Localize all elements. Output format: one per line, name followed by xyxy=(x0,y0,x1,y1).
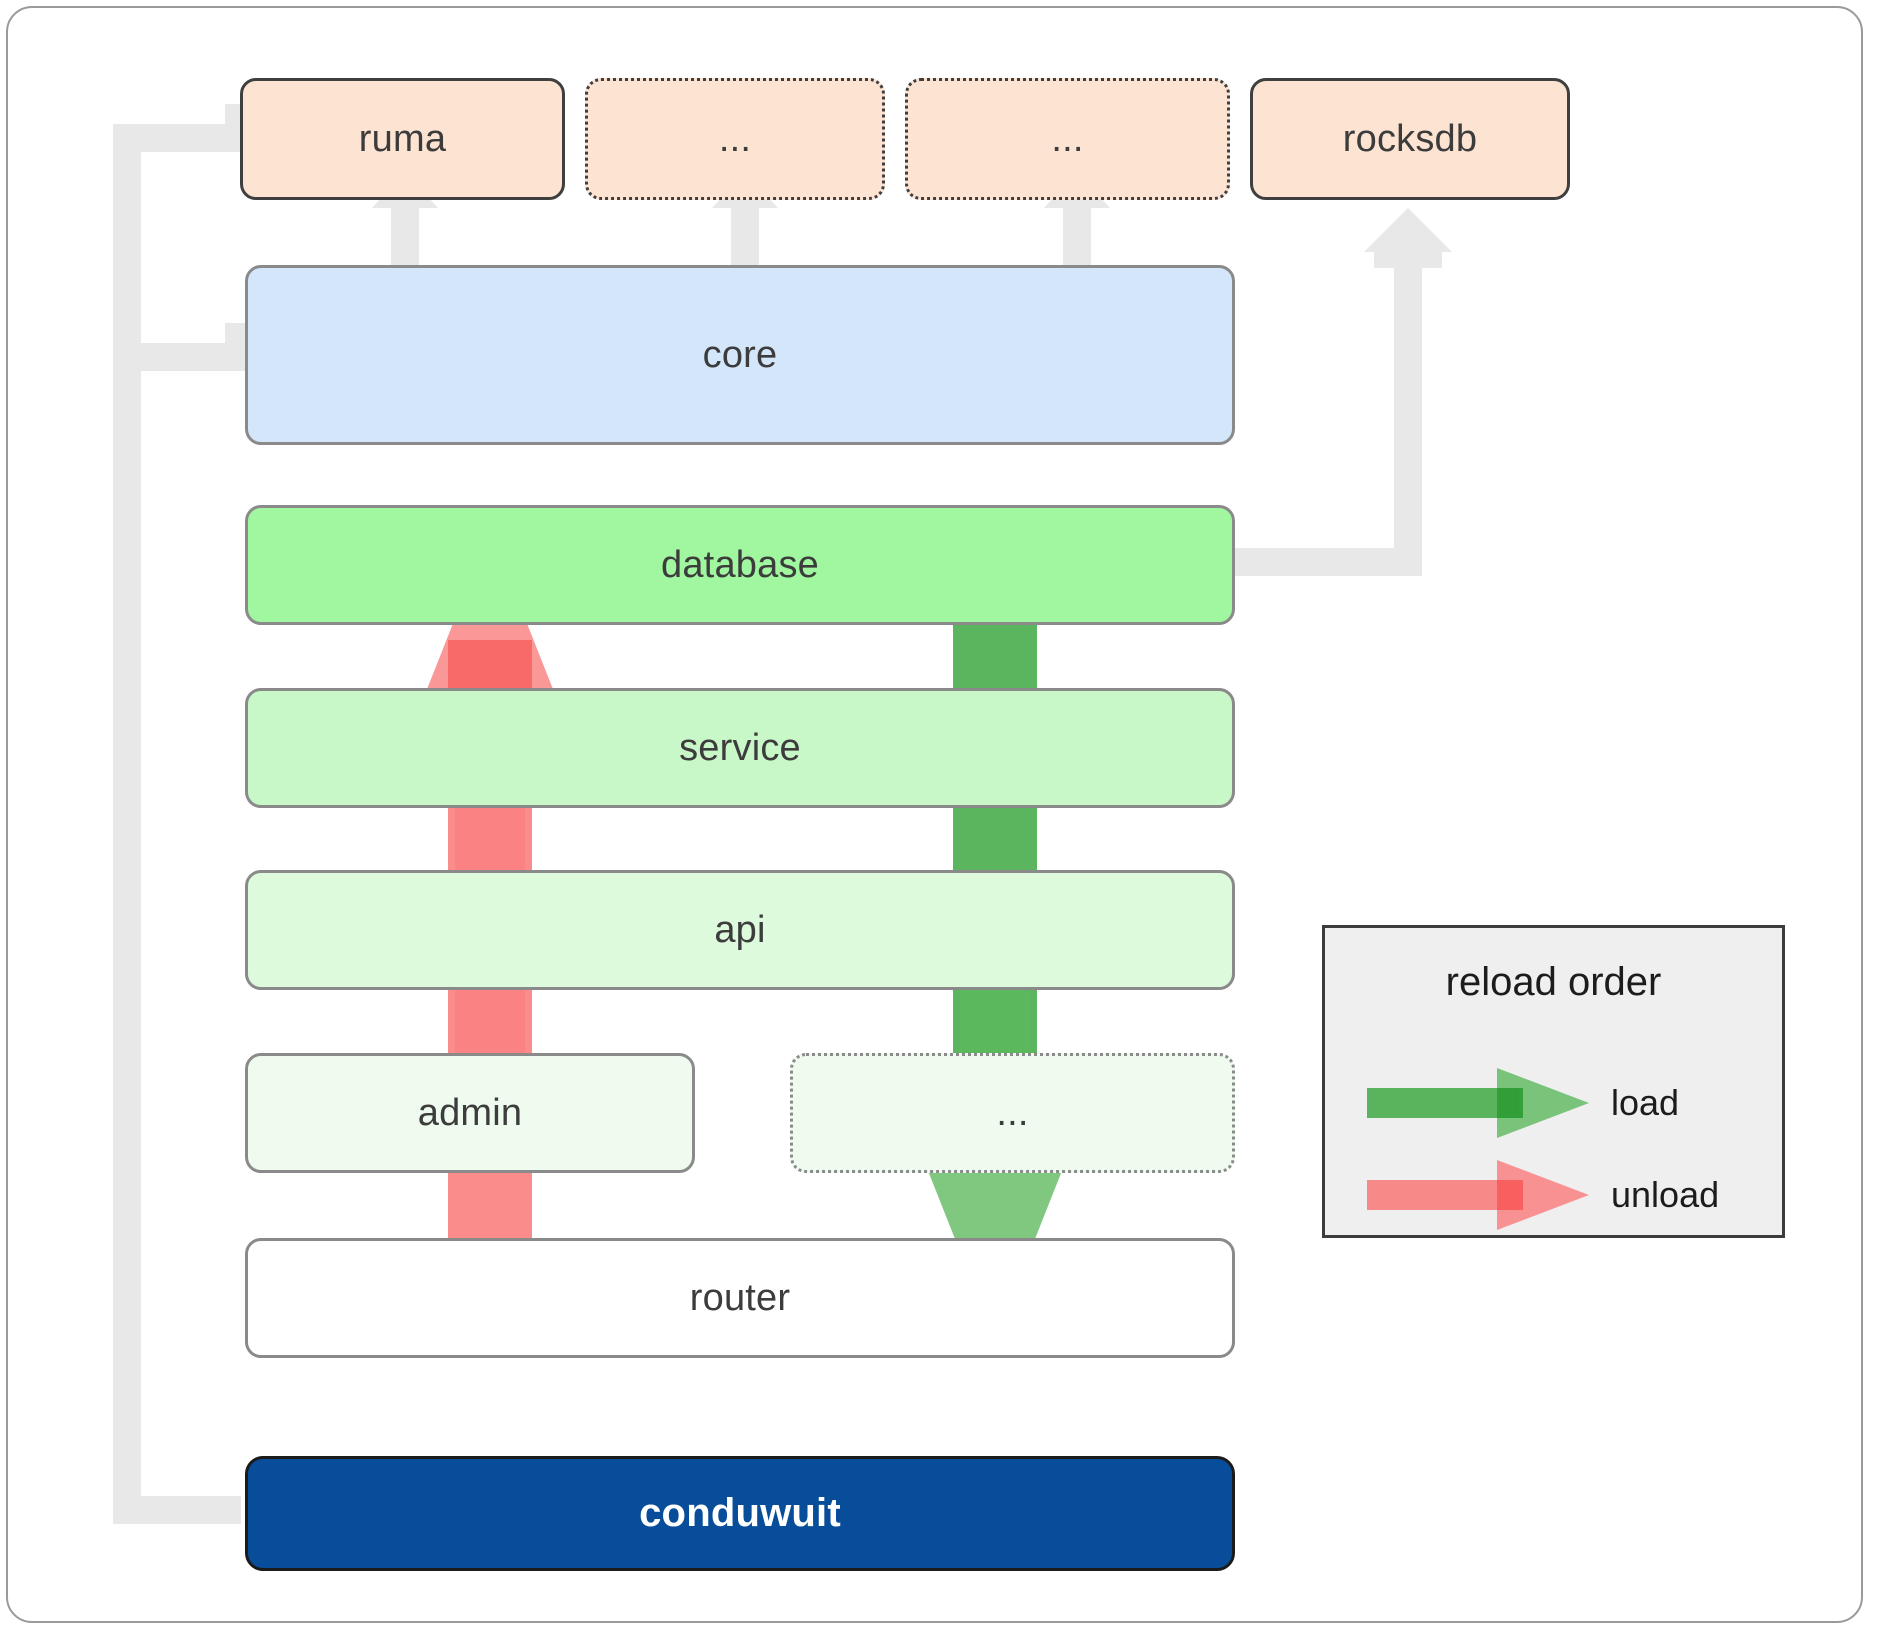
node-core[interactable]: core xyxy=(245,265,1235,445)
node-service-label: service xyxy=(679,726,801,769)
node-api[interactable]: api xyxy=(245,870,1235,990)
node-dep-placeholder-2[interactable]: ... xyxy=(905,78,1230,200)
node-database-label: database xyxy=(661,543,819,586)
node-api-label: api xyxy=(714,908,766,951)
legend-unload-arrow-icon xyxy=(1367,1160,1589,1230)
unload-flow-arrow xyxy=(395,530,585,1330)
node-rocksdb-label: rocksdb xyxy=(1342,117,1478,160)
legend-title: reload order xyxy=(1445,960,1662,1004)
legend-panel: reload order load unload xyxy=(1322,925,1785,1238)
node-rocksdb[interactable]: rocksdb xyxy=(1250,78,1570,200)
node-conduwuit[interactable]: conduwuit xyxy=(245,1456,1235,1571)
node-dep-placeholder-1[interactable]: ... xyxy=(585,78,885,200)
node-admin-label: admin xyxy=(417,1091,523,1134)
node-ruma[interactable]: ruma xyxy=(240,78,565,200)
node-core-label: core xyxy=(702,333,778,376)
connector-database-to-rocksdb xyxy=(1232,208,1452,576)
legend-item-load: load xyxy=(1367,1060,1679,1146)
node-ruma-label: ruma xyxy=(358,117,447,160)
node-extra-placeholder-label: ... xyxy=(996,1091,1029,1134)
node-service[interactable]: service xyxy=(245,688,1235,808)
node-dep-placeholder-1-label: ... xyxy=(718,117,752,160)
legend-unload-label: unload xyxy=(1611,1174,1720,1215)
node-router-label: router xyxy=(689,1276,791,1319)
node-router[interactable]: router xyxy=(245,1238,1235,1358)
legend-load-arrow-icon xyxy=(1367,1068,1589,1138)
node-dep-placeholder-2-label: ... xyxy=(1051,117,1084,160)
node-conduwuit-label: conduwuit xyxy=(639,1491,841,1535)
legend-item-unload: unload xyxy=(1367,1152,1719,1238)
node-admin[interactable]: admin xyxy=(245,1053,695,1173)
node-extra-placeholder[interactable]: ... xyxy=(790,1053,1235,1173)
legend-load-label: load xyxy=(1611,1082,1680,1123)
node-database[interactable]: database xyxy=(245,505,1235,625)
